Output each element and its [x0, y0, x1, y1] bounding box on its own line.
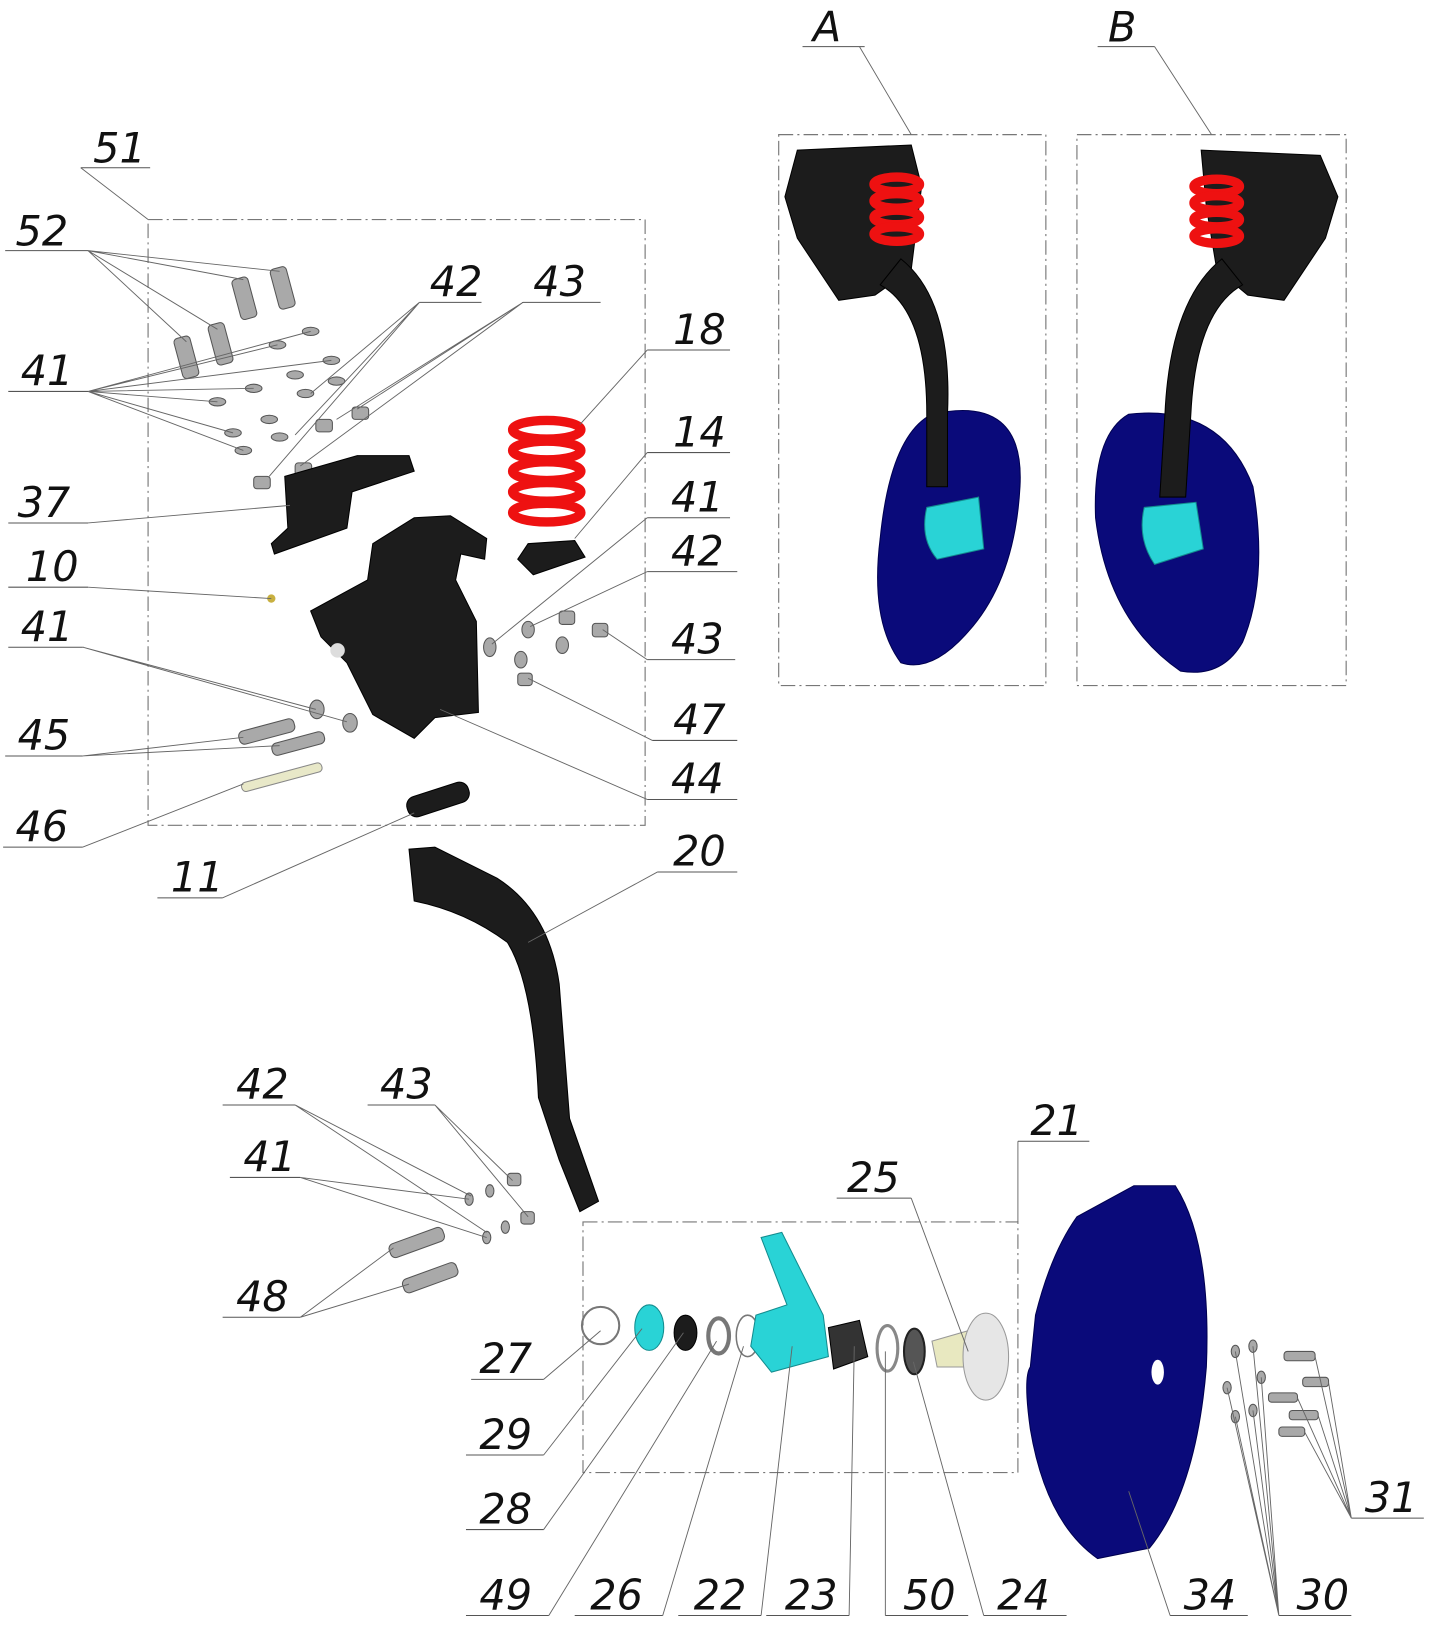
- callout-25: 25: [847, 1154, 900, 1202]
- callout-42: 42: [236, 1061, 289, 1109]
- part-20-arm: [408, 846, 600, 1213]
- callout-52: 52: [16, 207, 69, 255]
- callout-29: 29: [479, 1411, 532, 1459]
- callout-24: 24: [997, 1571, 1050, 1619]
- callout-31: 31: [1365, 1474, 1418, 1522]
- callout-44: 44: [671, 755, 724, 803]
- callout-41: 41: [21, 347, 74, 395]
- disc-bolts: [1222, 1339, 1330, 1437]
- callout-48: 48: [236, 1273, 289, 1321]
- part-34-disc: [1026, 1185, 1208, 1560]
- callout-30: 30: [1296, 1571, 1349, 1619]
- callout-50: 50: [903, 1571, 956, 1619]
- view-b-assembly: [1094, 149, 1339, 673]
- part-22-hub-housing: [750, 1231, 829, 1373]
- part-37-plate: [270, 455, 415, 555]
- spring-view-b: [1189, 174, 1245, 249]
- callout-51: 51: [93, 125, 146, 173]
- callout-23: 23: [785, 1571, 838, 1619]
- callout-20: 20: [673, 828, 726, 876]
- callout-26: 26: [590, 1571, 643, 1619]
- callout-28: 28: [479, 1485, 532, 1533]
- callout-41: 41: [671, 474, 724, 522]
- hub-parts: [580, 1231, 1010, 1401]
- callout-labels: A B 51 52 42 43 41 18 14 41 42 43 47 44 …: [16, 3, 1418, 1619]
- callout-43: 43: [380, 1061, 433, 1109]
- part-18-spring: [507, 415, 586, 527]
- callout-10: 10: [26, 543, 79, 591]
- part-44-bracket: [310, 515, 488, 740]
- callout-22: 22: [694, 1571, 747, 1619]
- view-label-b: B: [1108, 3, 1136, 51]
- callout-46: 46: [16, 803, 69, 851]
- pivot-hole: [330, 643, 345, 658]
- callout-45: 45: [18, 712, 71, 760]
- callout-42: 42: [671, 527, 724, 575]
- part-14-seat: [517, 540, 586, 576]
- label-underlines: [3, 46, 1424, 1617]
- callout-42: 42: [430, 258, 483, 306]
- callout-41: 41: [243, 1133, 296, 1181]
- callout-18: 18: [673, 306, 726, 354]
- part-10-grease-nipple: [267, 594, 276, 603]
- view-a-box: [778, 134, 1047, 687]
- lower-hardware: [388, 1172, 535, 1294]
- spring-view-a: [869, 172, 925, 246]
- view-a-assembly: [784, 144, 1021, 666]
- callout-21: 21: [1030, 1097, 1083, 1145]
- callout-49: 49: [479, 1571, 532, 1619]
- leader-lines: [80, 46, 1352, 1616]
- callout-43: 43: [671, 615, 724, 663]
- part-11-bushing: [406, 781, 470, 818]
- callout-41: 41: [21, 603, 74, 651]
- subassembly-51-box: [147, 218, 646, 826]
- callout-43: 43: [533, 258, 586, 306]
- callout-37: 37: [18, 479, 71, 527]
- callout-11: 11: [171, 854, 224, 902]
- view-label-a: A: [810, 3, 841, 51]
- callout-47: 47: [673, 696, 726, 744]
- callout-14: 14: [673, 408, 726, 456]
- subassembly-21-box: [582, 1221, 1019, 1474]
- callout-27: 27: [479, 1335, 532, 1383]
- disc-center-hole: [1151, 1359, 1164, 1385]
- callout-34: 34: [1184, 1571, 1237, 1619]
